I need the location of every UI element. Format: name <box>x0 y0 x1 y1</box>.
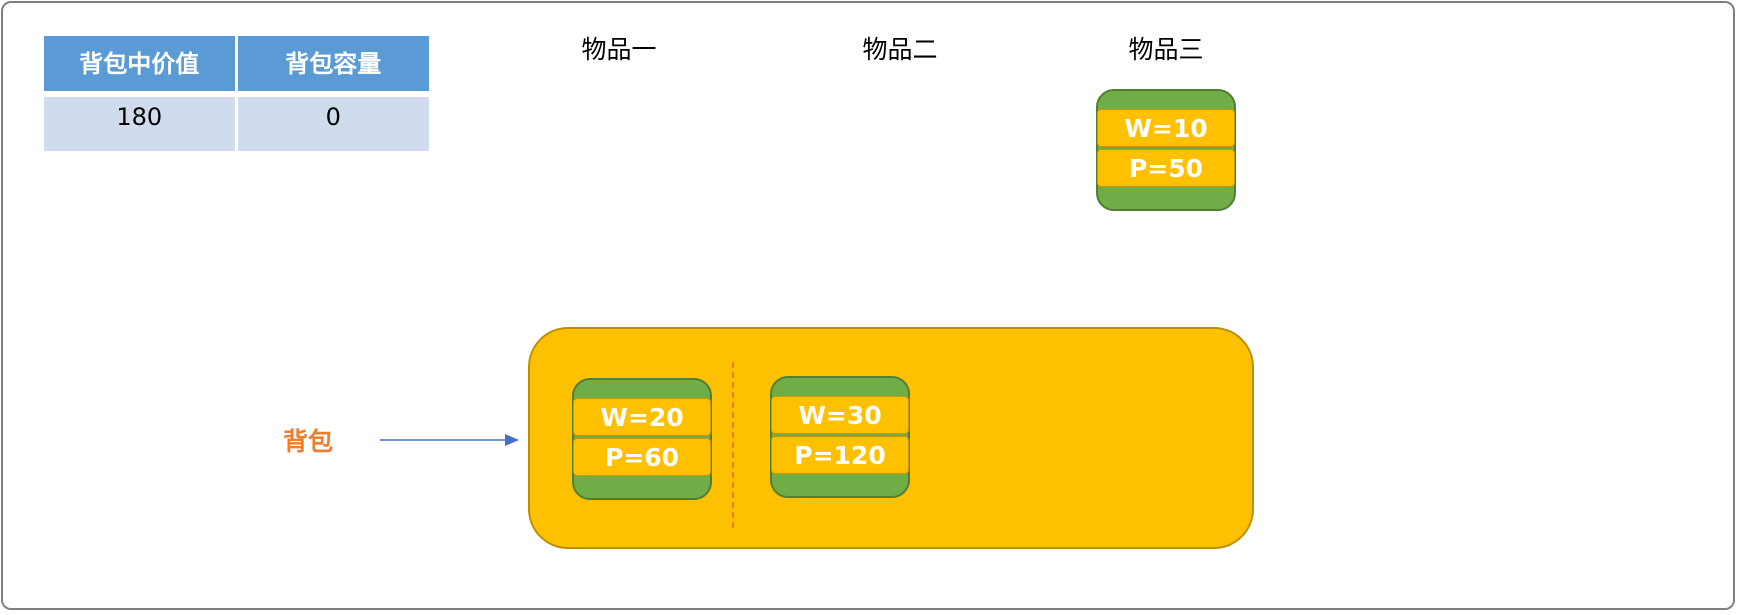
item-one-weight: W=20 <box>573 398 711 436</box>
dashed-divider <box>732 362 734 528</box>
item-three-title: 物品三 <box>1128 35 1204 64</box>
item-three-price: P=50 <box>1097 149 1235 187</box>
item-two-price: P=120 <box>771 436 909 474</box>
item-two-card: W=30 P=120 <box>770 376 910 498</box>
item-one-price: P=60 <box>573 438 711 476</box>
knapsack-summary-table: 背包中价值 背包容量 180 0 <box>44 36 429 151</box>
item-two-title: 物品二 <box>862 35 938 64</box>
item-one-title: 物品一 <box>581 35 657 64</box>
cell-capacity: 0 <box>236 94 429 151</box>
item-three-card: W=10 P=50 <box>1096 89 1236 211</box>
table-header-row: 背包中价值 背包容量 <box>44 36 429 97</box>
item-two-weight: W=30 <box>771 396 909 434</box>
header-value: 背包中价值 <box>44 36 238 97</box>
item-one-card: W=20 P=60 <box>572 378 712 500</box>
arrow-right-icon <box>380 434 519 446</box>
header-capacity: 背包容量 <box>236 36 429 97</box>
table-row: 180 0 <box>44 94 429 151</box>
knapsack-label: 背包 <box>283 427 334 456</box>
cell-value: 180 <box>44 94 238 151</box>
item-three-weight: W=10 <box>1097 109 1235 147</box>
